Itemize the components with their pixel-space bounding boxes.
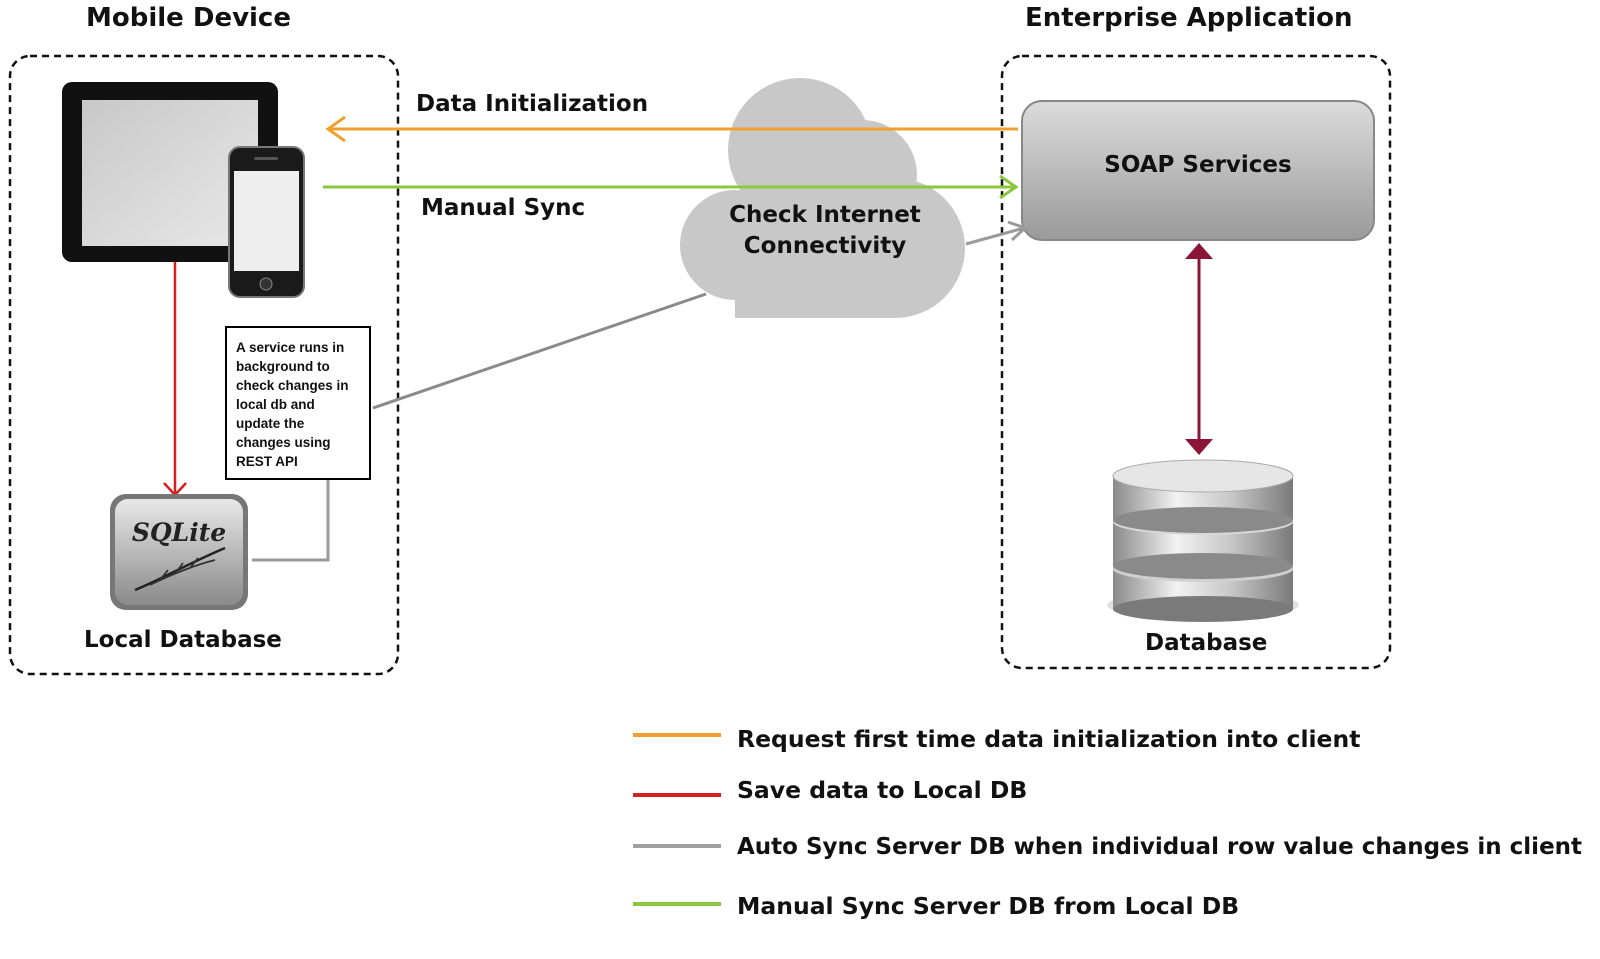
data-initialization-arrow [325, 115, 1018, 143]
enterprise-application-title: Enterprise Application [1025, 3, 1353, 33]
note-line: local db and [236, 397, 315, 412]
enterprise-app-group [1000, 54, 1392, 670]
server-database-icon [1107, 459, 1299, 622]
note-line: check changes in [236, 378, 349, 393]
legend-item-red: Save data to Local DB [737, 776, 1028, 804]
note-line: background to [236, 359, 330, 374]
note-line: REST API [236, 454, 298, 469]
soap-services-box [1021, 100, 1375, 241]
mobile-device-title: Mobile Device [86, 3, 291, 33]
legend-item-orange: Request first time data initialization i… [737, 725, 1361, 753]
background-service-note: A service runs in background to check ch… [225, 326, 371, 480]
check-internet-label: Check Internet Connectivity [690, 200, 960, 262]
cloud-label-line-1: Check Internet [729, 202, 921, 228]
data-initialization-label: Data Initialization [416, 91, 649, 117]
mobile-device-group [8, 54, 400, 676]
legend-item-green: Manual Sync Server DB from Local DB [737, 892, 1240, 920]
sqlite-icon [110, 494, 248, 610]
local-database-label: Local Database [84, 627, 282, 653]
phone-icon [228, 146, 305, 298]
manual-sync-label: Manual Sync [421, 195, 586, 221]
cloud-shape [680, 78, 965, 318]
cloud-label-line-2: Connectivity [743, 233, 907, 259]
sqlite-logo-text: SQLite [131, 518, 227, 547]
soap-services-label: SOAP Services [1104, 152, 1292, 178]
save-local-db-arrow [163, 262, 187, 497]
legend-item-gray: Auto Sync Server DB when individual row … [737, 834, 1583, 860]
manual-sync-arrow [323, 174, 1019, 200]
auto-sync-arrow [252, 220, 1028, 562]
note-line: A service runs in [236, 340, 345, 355]
server-database-label: Database [1145, 630, 1268, 656]
note-line: update the [236, 416, 305, 431]
soap-database-arrow [1185, 243, 1213, 455]
note-line: changes using [236, 435, 331, 450]
